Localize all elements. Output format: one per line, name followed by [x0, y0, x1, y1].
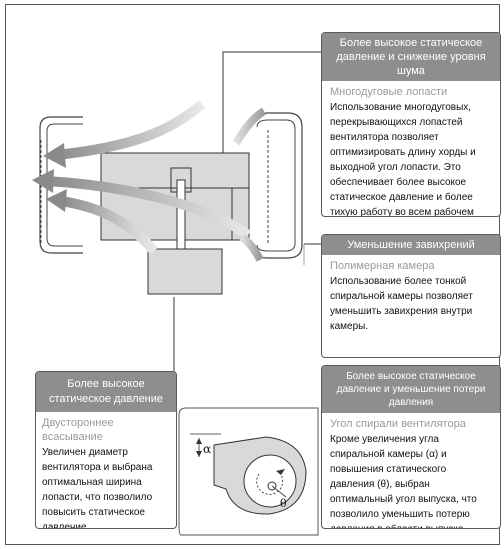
impeller-outline — [243, 454, 297, 508]
airflow-arrow-right-2 — [239, 233, 264, 262]
callout-body: Использование многодуговых, перекрывающи… — [330, 102, 476, 217]
callout-subtitle: Двустороннее всасывание — [42, 417, 114, 443]
connector-lines — [173, 51, 321, 371]
callout-body: Увеличен диаметр вентилятора и выбрана о… — [42, 447, 153, 529]
callout-subtitle: Полимерная камера — [330, 260, 435, 272]
scroll-angle-diagram: α θ — [178, 407, 319, 536]
callout-body: Кроме увеличения угла спиральной камеры … — [330, 434, 477, 528]
airflow-arrow-3 — [60, 196, 158, 255]
airflow-arrowhead-1 — [43, 143, 66, 168]
callout-subtitle: Угол спирали вентилятора — [330, 418, 466, 430]
callout-scroll-angle: Более высокое статическое давление и уме… — [321, 365, 501, 529]
rotation-arrowhead — [276, 469, 285, 475]
callout-header: Более высокое статическое давление — [36, 372, 176, 412]
airflow-arrowhead-3 — [46, 189, 67, 212]
shaft — [176, 179, 186, 251]
airflow-arrow-right-1 — [232, 107, 267, 146]
right-housing-inner — [256, 119, 296, 252]
right-housing — [249, 112, 303, 259]
airflow-arrowhead-2 — [32, 169, 54, 193]
airflow-arrow-1 — [55, 100, 206, 160]
callout-header: Уменьшение завихрений — [322, 235, 500, 255]
connector-top — [222, 51, 321, 153]
callout-header: Более высокое статическое давление и уме… — [322, 366, 500, 413]
airflow-arrow-2 — [45, 176, 251, 240]
theta-guide — [271, 485, 287, 498]
callout-body: Использование более тонкой спиральной ка… — [330, 276, 473, 332]
motor — [147, 248, 223, 295]
alpha-label: α — [203, 442, 211, 456]
alpha-arrow-bottom — [196, 451, 202, 457]
callout-header: Более высокое статическое давление и сни… — [322, 33, 500, 81]
diagram-frame: α θ Более высокое статическое давление и… — [5, 4, 501, 545]
alpha-arrow-top — [196, 438, 202, 444]
callout-polymer-chamber: Уменьшение завихрений Полимерная камера … — [321, 234, 501, 358]
callout-multiarc-blades: Более высокое статическое давление и сни… — [321, 32, 501, 217]
fan-diagram: α θ — [32, 51, 321, 536]
airflow-arrows — [32, 100, 267, 262]
callout-double-suction: Более высокое статическое давление Двуст… — [35, 371, 177, 529]
theta-label: θ — [280, 497, 287, 510]
callout-subtitle: Многодуговые лопасти — [330, 86, 448, 98]
